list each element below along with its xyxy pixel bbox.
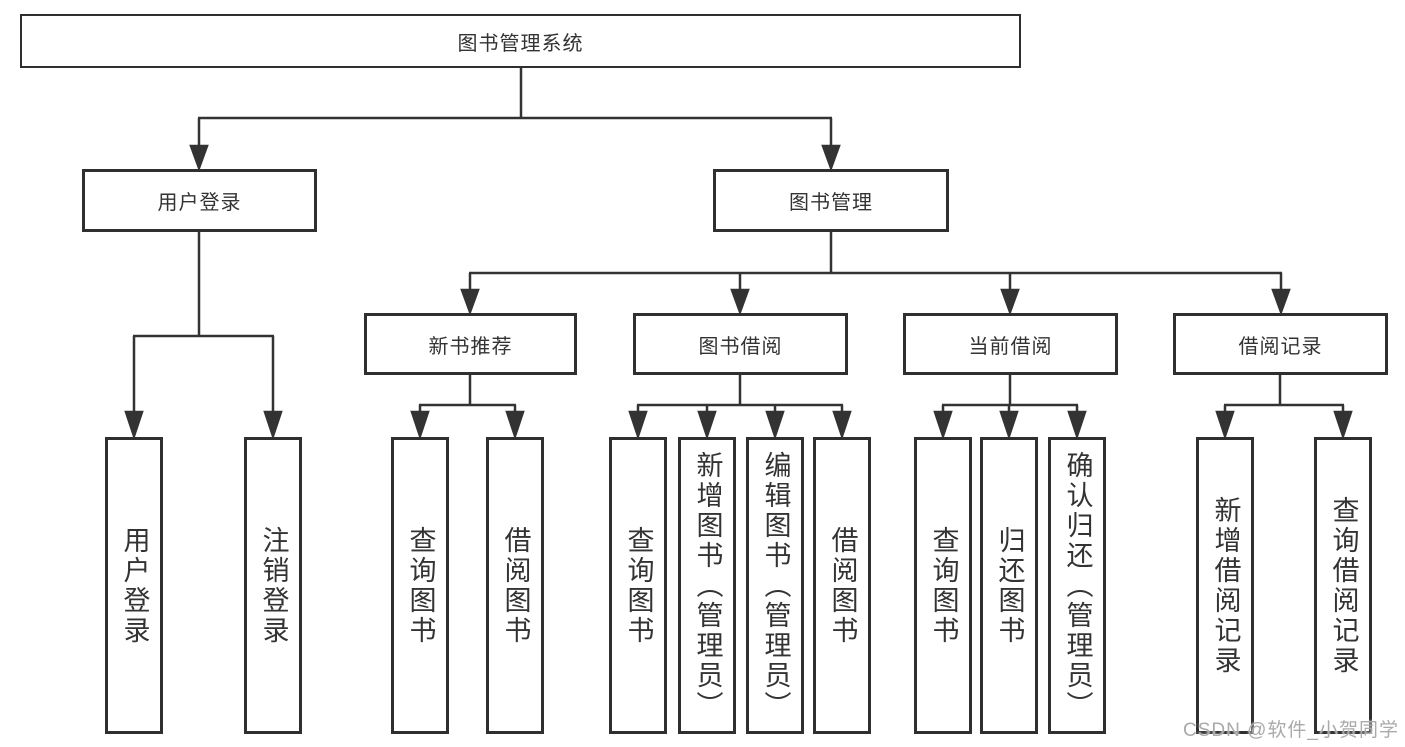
leaf-return-books-label: 归还图书 bbox=[994, 525, 1025, 646]
leaf-add-borrow-record-label: 新增借阅记录 bbox=[1210, 495, 1241, 676]
leaf-logout: 注销登录 bbox=[244, 437, 302, 734]
leaf-query-books-3-label: 查询图书 bbox=[928, 525, 959, 646]
leaf-confirm-return-admin: 确认归还（管理员） bbox=[1048, 437, 1106, 734]
leaf-query-books-1: 查询图书 bbox=[391, 437, 449, 734]
leaf-query-borrow-record-label: 查询借阅记录 bbox=[1328, 495, 1359, 676]
leaf-borrow-books-2-label: 借阅图书 bbox=[827, 525, 858, 646]
node-current-borrow: 当前借阅 bbox=[903, 313, 1118, 375]
node-root-label: 图书管理系统 bbox=[457, 32, 584, 55]
connector-current-borrow-leaves bbox=[933, 375, 1087, 440]
node-current-borrow-label: 当前借阅 bbox=[968, 335, 1053, 358]
leaf-add-borrow-record: 新增借阅记录 bbox=[1196, 437, 1254, 734]
connector-borrow-record-leaves bbox=[1215, 375, 1353, 440]
leaf-confirm-return-admin-label: 确认归还（管理员） bbox=[1062, 450, 1093, 721]
leaf-borrow-books-2: 借阅图书 bbox=[813, 437, 871, 734]
node-book-management: 图书管理 bbox=[713, 169, 949, 232]
node-borrow-records: 借阅记录 bbox=[1173, 313, 1388, 375]
leaf-query-books-3: 查询图书 bbox=[914, 437, 972, 734]
node-new-book-recommend-label: 新书推荐 bbox=[428, 335, 513, 358]
csdn-watermark: CSDN @软件_小贺同学 bbox=[1183, 720, 1399, 741]
connector-user-login-subtree bbox=[124, 231, 283, 440]
node-user-login: 用户登录 bbox=[82, 169, 317, 232]
connector-new-book-leaves bbox=[410, 375, 525, 440]
node-new-book-recommend: 新书推荐 bbox=[364, 313, 577, 375]
connector-book-management-subtree bbox=[460, 231, 1291, 316]
leaf-edit-books-admin-label: 编辑图书（管理员） bbox=[760, 450, 791, 721]
node-book-borrow-label: 图书借阅 bbox=[698, 335, 783, 358]
leaf-logout-label: 注销登录 bbox=[258, 525, 289, 646]
leaf-borrow-books-1: 借阅图书 bbox=[486, 437, 544, 734]
leaf-user-login: 用户登录 bbox=[105, 437, 163, 734]
leaf-query-books-1-label: 查询图书 bbox=[405, 525, 436, 646]
leaf-user-login-label: 用户登录 bbox=[119, 525, 150, 646]
node-borrow-records-label: 借阅记录 bbox=[1238, 335, 1323, 358]
node-book-management-label: 图书管理 bbox=[789, 192, 873, 214]
leaf-borrow-books-1-label: 借阅图书 bbox=[500, 525, 531, 646]
node-user-login-label: 用户登录 bbox=[157, 192, 242, 214]
leaf-edit-books-admin: 编辑图书（管理员） bbox=[746, 437, 804, 734]
leaf-query-books-2-label: 查询图书 bbox=[623, 525, 654, 646]
leaf-query-books-2: 查询图书 bbox=[609, 437, 667, 734]
node-book-borrow: 图书借阅 bbox=[633, 313, 848, 375]
leaf-add-books-admin: 新增图书（管理员） bbox=[678, 437, 736, 734]
node-root: 图书管理系统 bbox=[20, 14, 1021, 68]
leaf-query-borrow-record: 查询借阅记录 bbox=[1314, 437, 1372, 734]
leaf-return-books: 归还图书 bbox=[980, 437, 1038, 734]
leaf-add-books-admin-label: 新增图书（管理员） bbox=[692, 450, 723, 721]
connector-book-borrow-leaves bbox=[628, 375, 852, 440]
connector-root-to-level2 bbox=[189, 68, 841, 172]
